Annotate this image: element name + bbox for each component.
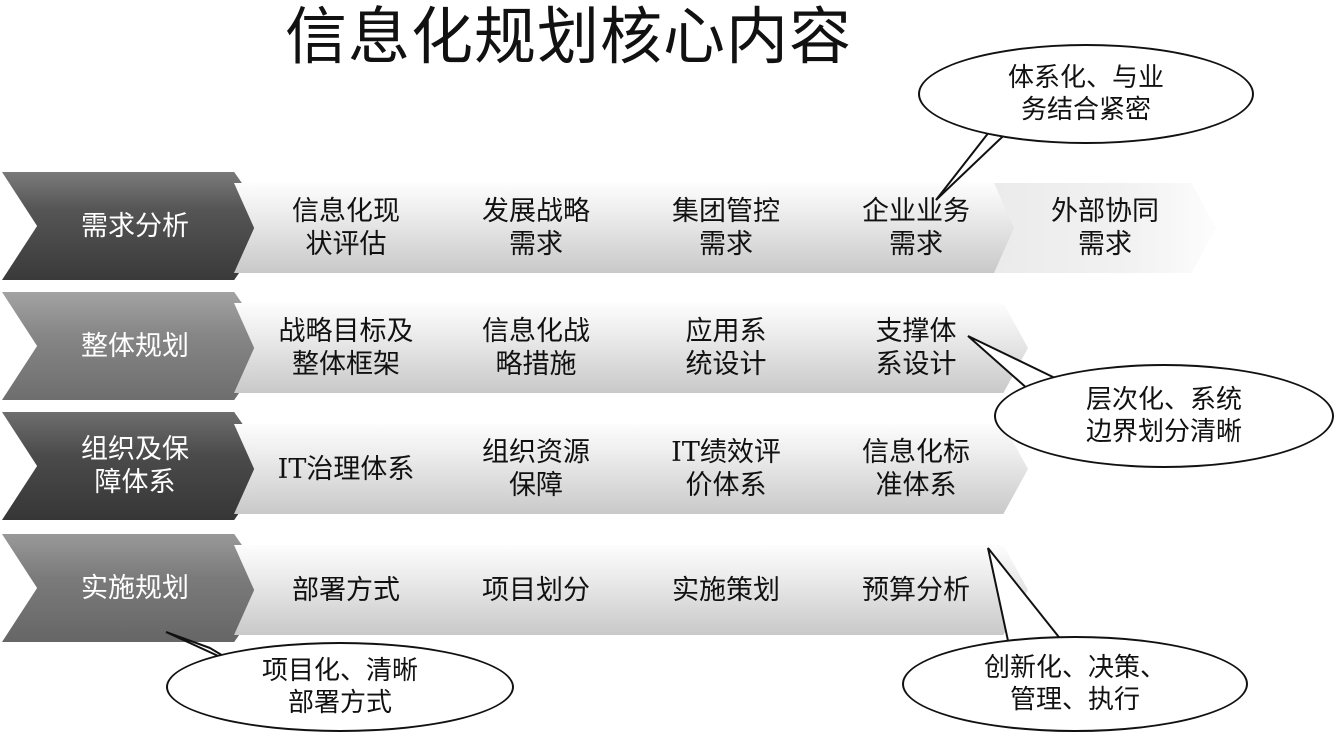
chevron-item: IT绩效评 价体系 xyxy=(614,424,838,514)
row-head-requirements: 需求分析 xyxy=(2,172,272,280)
row-head-implementation: 实施规划 xyxy=(2,534,272,642)
row-head-label: 实施规划 xyxy=(81,572,189,604)
chevron-item-label: 预算分析 xyxy=(862,574,970,606)
callout-middle-right: 层次化、系统 边界划分清晰 xyxy=(994,364,1334,468)
row-head-organization: 组织及保 障体系 xyxy=(2,412,272,520)
chevron-item: 外部协同 需求 xyxy=(994,183,1216,273)
row-head-label: 组织及保 障体系 xyxy=(81,434,189,498)
chevron-item-label: 部署方式 xyxy=(292,574,400,606)
chevron-item: 信息化现 状评估 xyxy=(234,183,458,273)
chevron-item-label: 企业业务 需求 xyxy=(862,196,970,260)
chevron-item: 部署方式 xyxy=(234,545,458,635)
row-head-label: 需求分析 xyxy=(81,210,189,242)
callout-tail-bottom-right xyxy=(987,547,1068,652)
callout-text: 创新化、决策、 管理、执行 xyxy=(983,653,1166,715)
chevron-item-label: 实施策划 xyxy=(672,574,780,606)
chevron-item-label: 发展战略 需求 xyxy=(482,196,590,260)
chevron-item-label: 集团管控 需求 xyxy=(672,196,780,260)
chevron-item: 信息化战 略措施 xyxy=(424,303,648,393)
chevron-item: 组织资源 保障 xyxy=(424,424,648,514)
callout-top-right: 体系化、与业 务结合紧密 xyxy=(918,44,1254,144)
chevron-item-label: 外部协同 需求 xyxy=(1051,196,1159,260)
row-head-overall-planning: 整体规划 xyxy=(2,292,272,400)
chevron-item: 支撑体 系设计 xyxy=(804,303,1028,393)
chevron-item: 应用系 统设计 xyxy=(614,303,838,393)
chevron-item-label: 支撑体 系设计 xyxy=(875,316,957,380)
chevron-item-label: 信息化标 准体系 xyxy=(862,437,970,501)
callout-bottom-right: 创新化、决策、 管理、执行 xyxy=(902,636,1248,732)
chevron-item-label: 项目划分 xyxy=(482,574,590,606)
chevron-item: 战略目标及 整体框架 xyxy=(234,303,458,393)
callout-text: 项目化、清晰 部署方式 xyxy=(261,656,418,718)
callout-text: 层次化、系统 边界划分清晰 xyxy=(1085,385,1242,447)
chevron-item-label: 信息化战 略措施 xyxy=(482,316,590,380)
chevron-item-label: 信息化现 状评估 xyxy=(292,196,400,260)
chevron-item: 信息化标 准体系 xyxy=(804,424,1028,514)
chevron-item: 企业业务 需求 xyxy=(804,183,1028,273)
chevron-item-label: IT绩效评 价体系 xyxy=(671,437,781,501)
diagram-title: 信息化规划核心内容 xyxy=(285,0,853,73)
callout-text: 体系化、与业 务结合紧密 xyxy=(1007,63,1164,125)
chevron-item: 预算分析 xyxy=(804,545,1028,635)
chevron-item-label: 组织资源 保障 xyxy=(482,437,590,501)
chevron-item-label: 战略目标及 整体框架 xyxy=(278,316,414,380)
chevron-item-label: IT治理体系 xyxy=(277,453,415,485)
chevron-item: 项目划分 xyxy=(424,545,648,635)
chevron-item: IT治理体系 xyxy=(234,424,458,514)
callout-bottom-left: 项目化、清晰 部署方式 xyxy=(166,642,514,732)
chevron-item: 实施策划 xyxy=(614,545,838,635)
chevron-item-label: 应用系 统设计 xyxy=(685,316,767,380)
row-head-label: 整体规划 xyxy=(81,330,189,362)
chevron-item: 集团管控 需求 xyxy=(614,183,838,273)
chevron-item: 发展战略 需求 xyxy=(424,183,648,273)
